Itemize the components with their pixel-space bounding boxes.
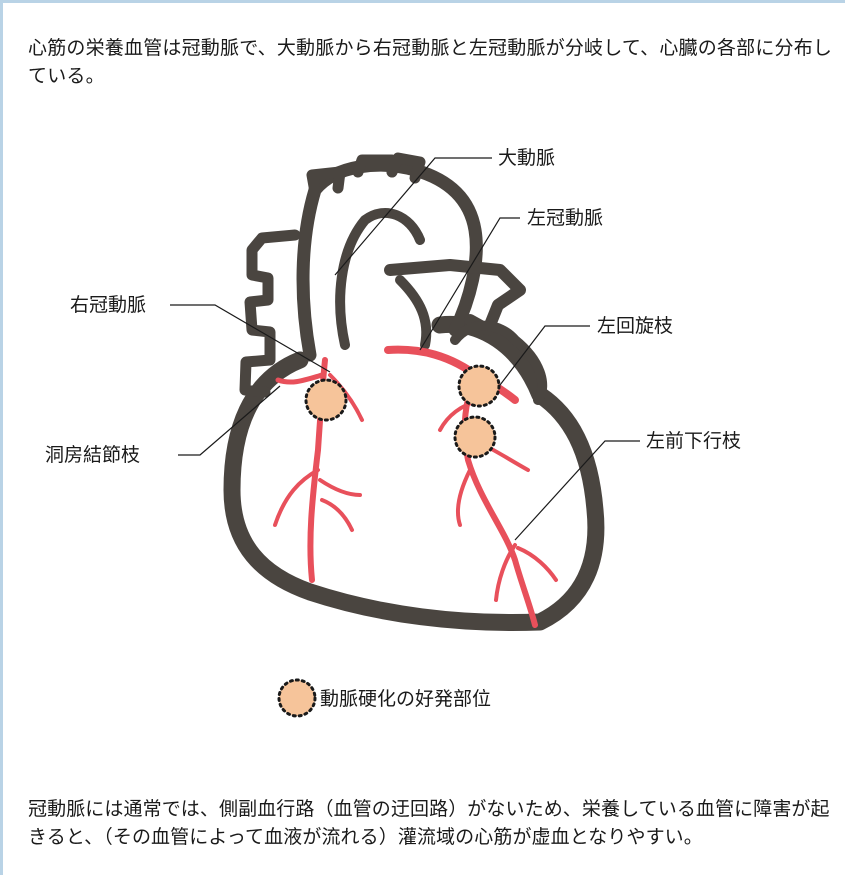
label-sinus-node-branch: 洞房結節枝: [45, 444, 140, 466]
note-text: 冠動脈には通常では、側副血行路（血管の迂回路）がないため、栄養している血管に障害…: [28, 795, 840, 851]
label-left-coronary: 左冠動脈: [527, 207, 603, 229]
label-left-circumflex: 左回旋枝: [597, 315, 673, 337]
site-circumflex: [459, 366, 499, 406]
site-right-coronary: [306, 380, 346, 420]
site-lad: [455, 417, 495, 457]
legend-label: 動脈硬化の好発部位: [320, 688, 491, 710]
label-lad: 左前下行枝: [646, 430, 741, 452]
legend: 動脈硬化の好発部位: [279, 680, 491, 716]
label-right-coronary: 右冠動脈: [70, 294, 146, 316]
label-aorta: 大動脈: [498, 147, 555, 169]
legend-site-icon: [279, 680, 315, 716]
